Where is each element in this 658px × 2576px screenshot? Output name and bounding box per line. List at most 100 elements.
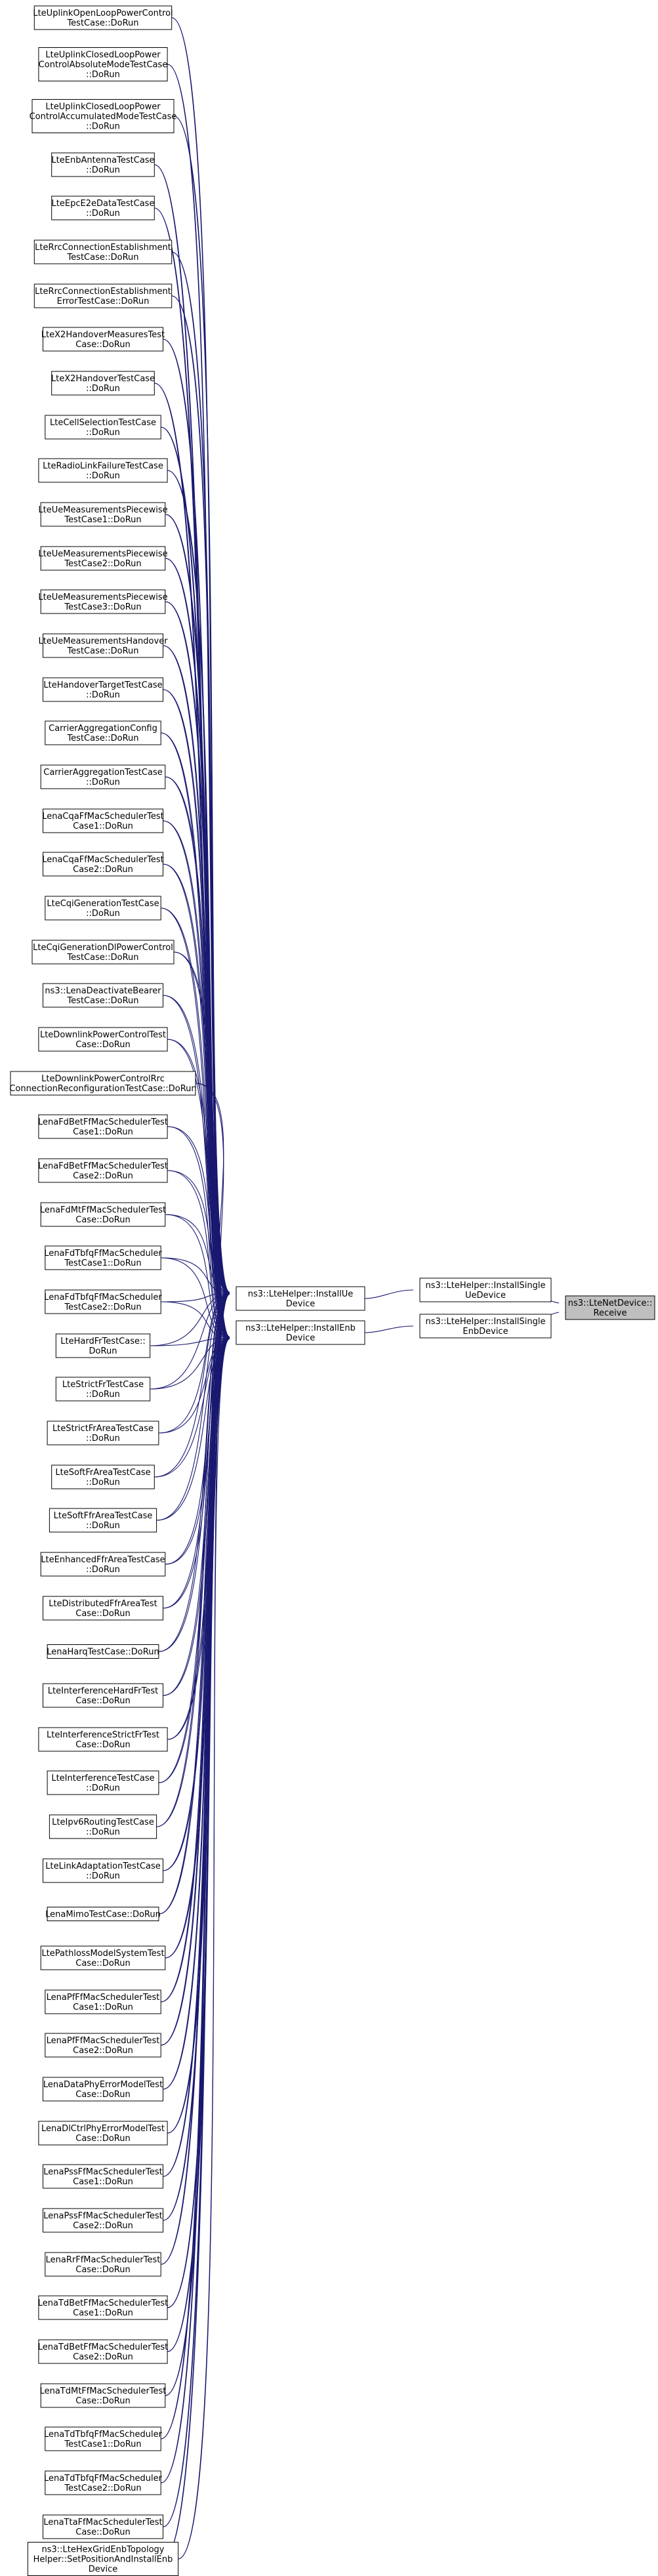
node-caller-7[interactable]: LteRrcConnectionEstablishmentErrorTestCa… [33, 283, 173, 308]
node-caller-35[interactable]: LteSoftFfrAreaTestCase::DoRun [49, 1508, 157, 1533]
node-caller-38-box [47, 1644, 159, 1659]
node-caller-42-label: LteIpv6RoutingTestCase [52, 1818, 154, 1827]
node-caller-21-label: LteCqiGenerationTestCase [47, 899, 159, 909]
node-caller-57-box [45, 2470, 161, 2495]
node-caller-55-label: Case::DoRun [75, 2396, 130, 2406]
node-caller-24-box [38, 1027, 168, 1052]
node-caller-12-label: LteUeMeasurementsPiecewise [38, 505, 167, 515]
node-caller-14[interactable]: LteUeMeasurementsPiecewiseTestCase3::DoR… [38, 589, 168, 614]
node-caller-43[interactable]: LteLinkAdaptationTestCase::DoRun [43, 1858, 163, 1883]
node-caller-53-label: Case1::DoRun [73, 2308, 133, 2318]
node-caller-33[interactable]: LteStrictFrAreaTestCase::DoRun [47, 1421, 159, 1445]
node-caller-4[interactable]: LteEnbAntennaTestCase::DoRun [51, 152, 155, 177]
edge-caller-59-to-helper-2 [163, 1338, 230, 2560]
node-lte-net-device-receive[interactable]: ns3::LteNetDevice::Receive [565, 1295, 655, 1320]
node-caller-56-label: TestCase1::DoRun [64, 2440, 141, 2449]
node-caller-32-box [55, 1377, 151, 1402]
node-caller-2-label: ControlAbsoluteModeTestCase [39, 60, 168, 70]
node-caller-16[interactable]: LteHandoverTargetTestCase::DoRun [43, 677, 163, 702]
node-caller-38[interactable]: LenaHarqTestCase::DoRun [47, 1644, 159, 1659]
edge-caller-48-to-helper-1 [163, 1293, 230, 2090]
node-install-ue-device-label: ns3::LteHelper::InstallUe [248, 1289, 354, 1299]
node-caller-32[interactable]: LteStrictFrTestCase::DoRun [55, 1377, 151, 1402]
edge-caller-13-to-helper-2 [165, 558, 230, 1338]
node-caller-41[interactable]: LteInterferenceTestCase::DoRun [47, 1770, 159, 1795]
node-caller-44[interactable]: LenaMimoTestCase::DoRun [45, 1907, 161, 1921]
node-caller-11[interactable]: LteRadioLinkFailureTestCase::DoRun [38, 458, 168, 483]
node-caller-11-label: LteRadioLinkFailureTestCase [43, 461, 163, 471]
node-caller-6[interactable]: LteRrcConnectionEstablishmentTestCase::D… [33, 239, 173, 264]
node-caller-36[interactable]: LteEnhancedFfrAreaTestCase::DoRun [40, 1552, 166, 1577]
node-caller-2[interactable]: LteUplinkClosedLoopPowerControlAbsoluteM… [38, 47, 168, 81]
node-caller-18[interactable]: CarrierAggregationTestCase::DoRun [40, 764, 166, 789]
node-caller-13-label: LteUeMeasurementsPiecewise [38, 549, 167, 559]
edge-install-ue-to-single-ue [364, 1289, 414, 1299]
node-caller-25[interactable]: LteDownlinkPowerControlRrcConnectionReco… [9, 1071, 197, 1096]
node-caller-13[interactable]: LteUeMeasurementsPiecewiseTestCase2::DoR… [38, 546, 168, 571]
node-caller-19-label: LenaCqaFfMacSchedulerTest [42, 812, 164, 821]
node-caller-10[interactable]: LteCellSelectionTestCase::DoRun [45, 415, 161, 440]
edge-caller-34-to-helper-1 [154, 1293, 230, 1478]
node-caller-25-label: ConnectionReconfigurationTestCase::DoRun [9, 1084, 196, 1094]
node-caller-31[interactable]: LteHardFrTestCase::DoRun [55, 1333, 151, 1358]
node-caller-9[interactable]: LteX2HandoverTestCase::DoRun [51, 371, 155, 396]
node-lte-net-device-receive-label: Receive [594, 1308, 627, 1318]
node-install-ue-device-box [236, 1286, 365, 1311]
node-caller-27-label: Case2::DoRun [73, 1171, 133, 1181]
node-caller-5[interactable]: LteEpcE2eDataTestCase::DoRun [51, 196, 155, 220]
node-caller-12[interactable]: LteUeMeasurementsPiecewiseTestCase1::DoR… [38, 502, 168, 527]
node-caller-3[interactable]: LteUplinkClosedLoopPowerControlAccumulat… [30, 99, 177, 133]
node-caller-13-box [40, 546, 166, 571]
node-caller-42[interactable]: LteIpv6RoutingTestCase::DoRun [49, 1814, 157, 1839]
node-caller-60[interactable]: ns3::LteHexGridEnbTopologyHelper::SetPos… [27, 2542, 179, 2576]
node-install-single-enb-device-label: EnbDevice [463, 1327, 508, 1337]
node-caller-1[interactable]: LteUplinkOpenLoopPowerControlTestCase::D… [33, 5, 173, 30]
node-caller-34[interactable]: LteSoftFrAreaTestCase::DoRun [51, 1465, 155, 1489]
node-caller-40-label: Case::DoRun [75, 1740, 130, 1750]
node-caller-24-label: Case::DoRun [75, 1040, 130, 1050]
node-caller-47-label: Case2::DoRun [73, 2046, 133, 2056]
node-caller-50-box [43, 2164, 163, 2189]
node-caller-28-label: LenaFdMtFfMacSchedulerTest [40, 1205, 166, 1215]
node-caller-5-box [51, 196, 155, 220]
edge-caller-9-to-helper-2 [154, 383, 230, 1338]
node-caller-21[interactable]: LteCqiGenerationTestCase::DoRun [45, 896, 161, 921]
node-caller-52-label: Case::DoRun [75, 2265, 130, 2275]
node-caller-18-box [40, 764, 166, 789]
node-caller-22[interactable]: LteCqiGenerationDlPowerControlTestCase::… [31, 940, 175, 965]
edge-caller-28-to-helper-1 [165, 1214, 230, 1294]
